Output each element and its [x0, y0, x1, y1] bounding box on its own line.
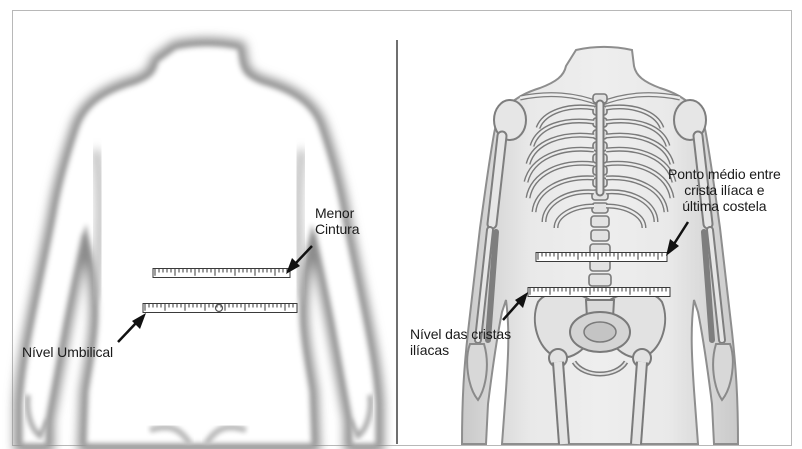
measuring-tape-midpoint — [536, 253, 667, 262]
arrow-iliac-crest — [503, 292, 528, 320]
label-midpoint-line-2: crista ilíaca e — [668, 182, 781, 198]
label-midpoint-line-3: última costela — [668, 198, 781, 214]
label-midpoint-line-1: Ponto médio entre — [668, 166, 781, 182]
label-umbilical-level: Nível Umbilical — [22, 344, 113, 360]
label-iliac-crest-line-2: ilíacas — [410, 342, 511, 358]
label-midpoint: Ponto médio entre crista ilíaca e última… — [668, 166, 781, 214]
arrow-smallest-waist — [286, 246, 312, 274]
label-iliac-crest: Nível das cristas ilíacas — [410, 326, 511, 358]
panel-divider — [396, 40, 398, 444]
label-umbilical-level-line-1: Nível Umbilical — [22, 344, 113, 360]
label-smallest-waist-line-1: Menor — [315, 205, 359, 221]
measuring-tape-iliac-crest — [528, 288, 670, 297]
label-iliac-crest-line-1: Nível das cristas — [410, 326, 511, 342]
label-smallest-waist: Menor Cintura — [315, 205, 359, 237]
arrow-midpoint — [666, 222, 688, 256]
label-smallest-waist-line-2: Cintura — [315, 221, 359, 237]
arrow-umbilical — [118, 313, 146, 342]
measuring-tape-smallest-waist — [153, 269, 290, 278]
